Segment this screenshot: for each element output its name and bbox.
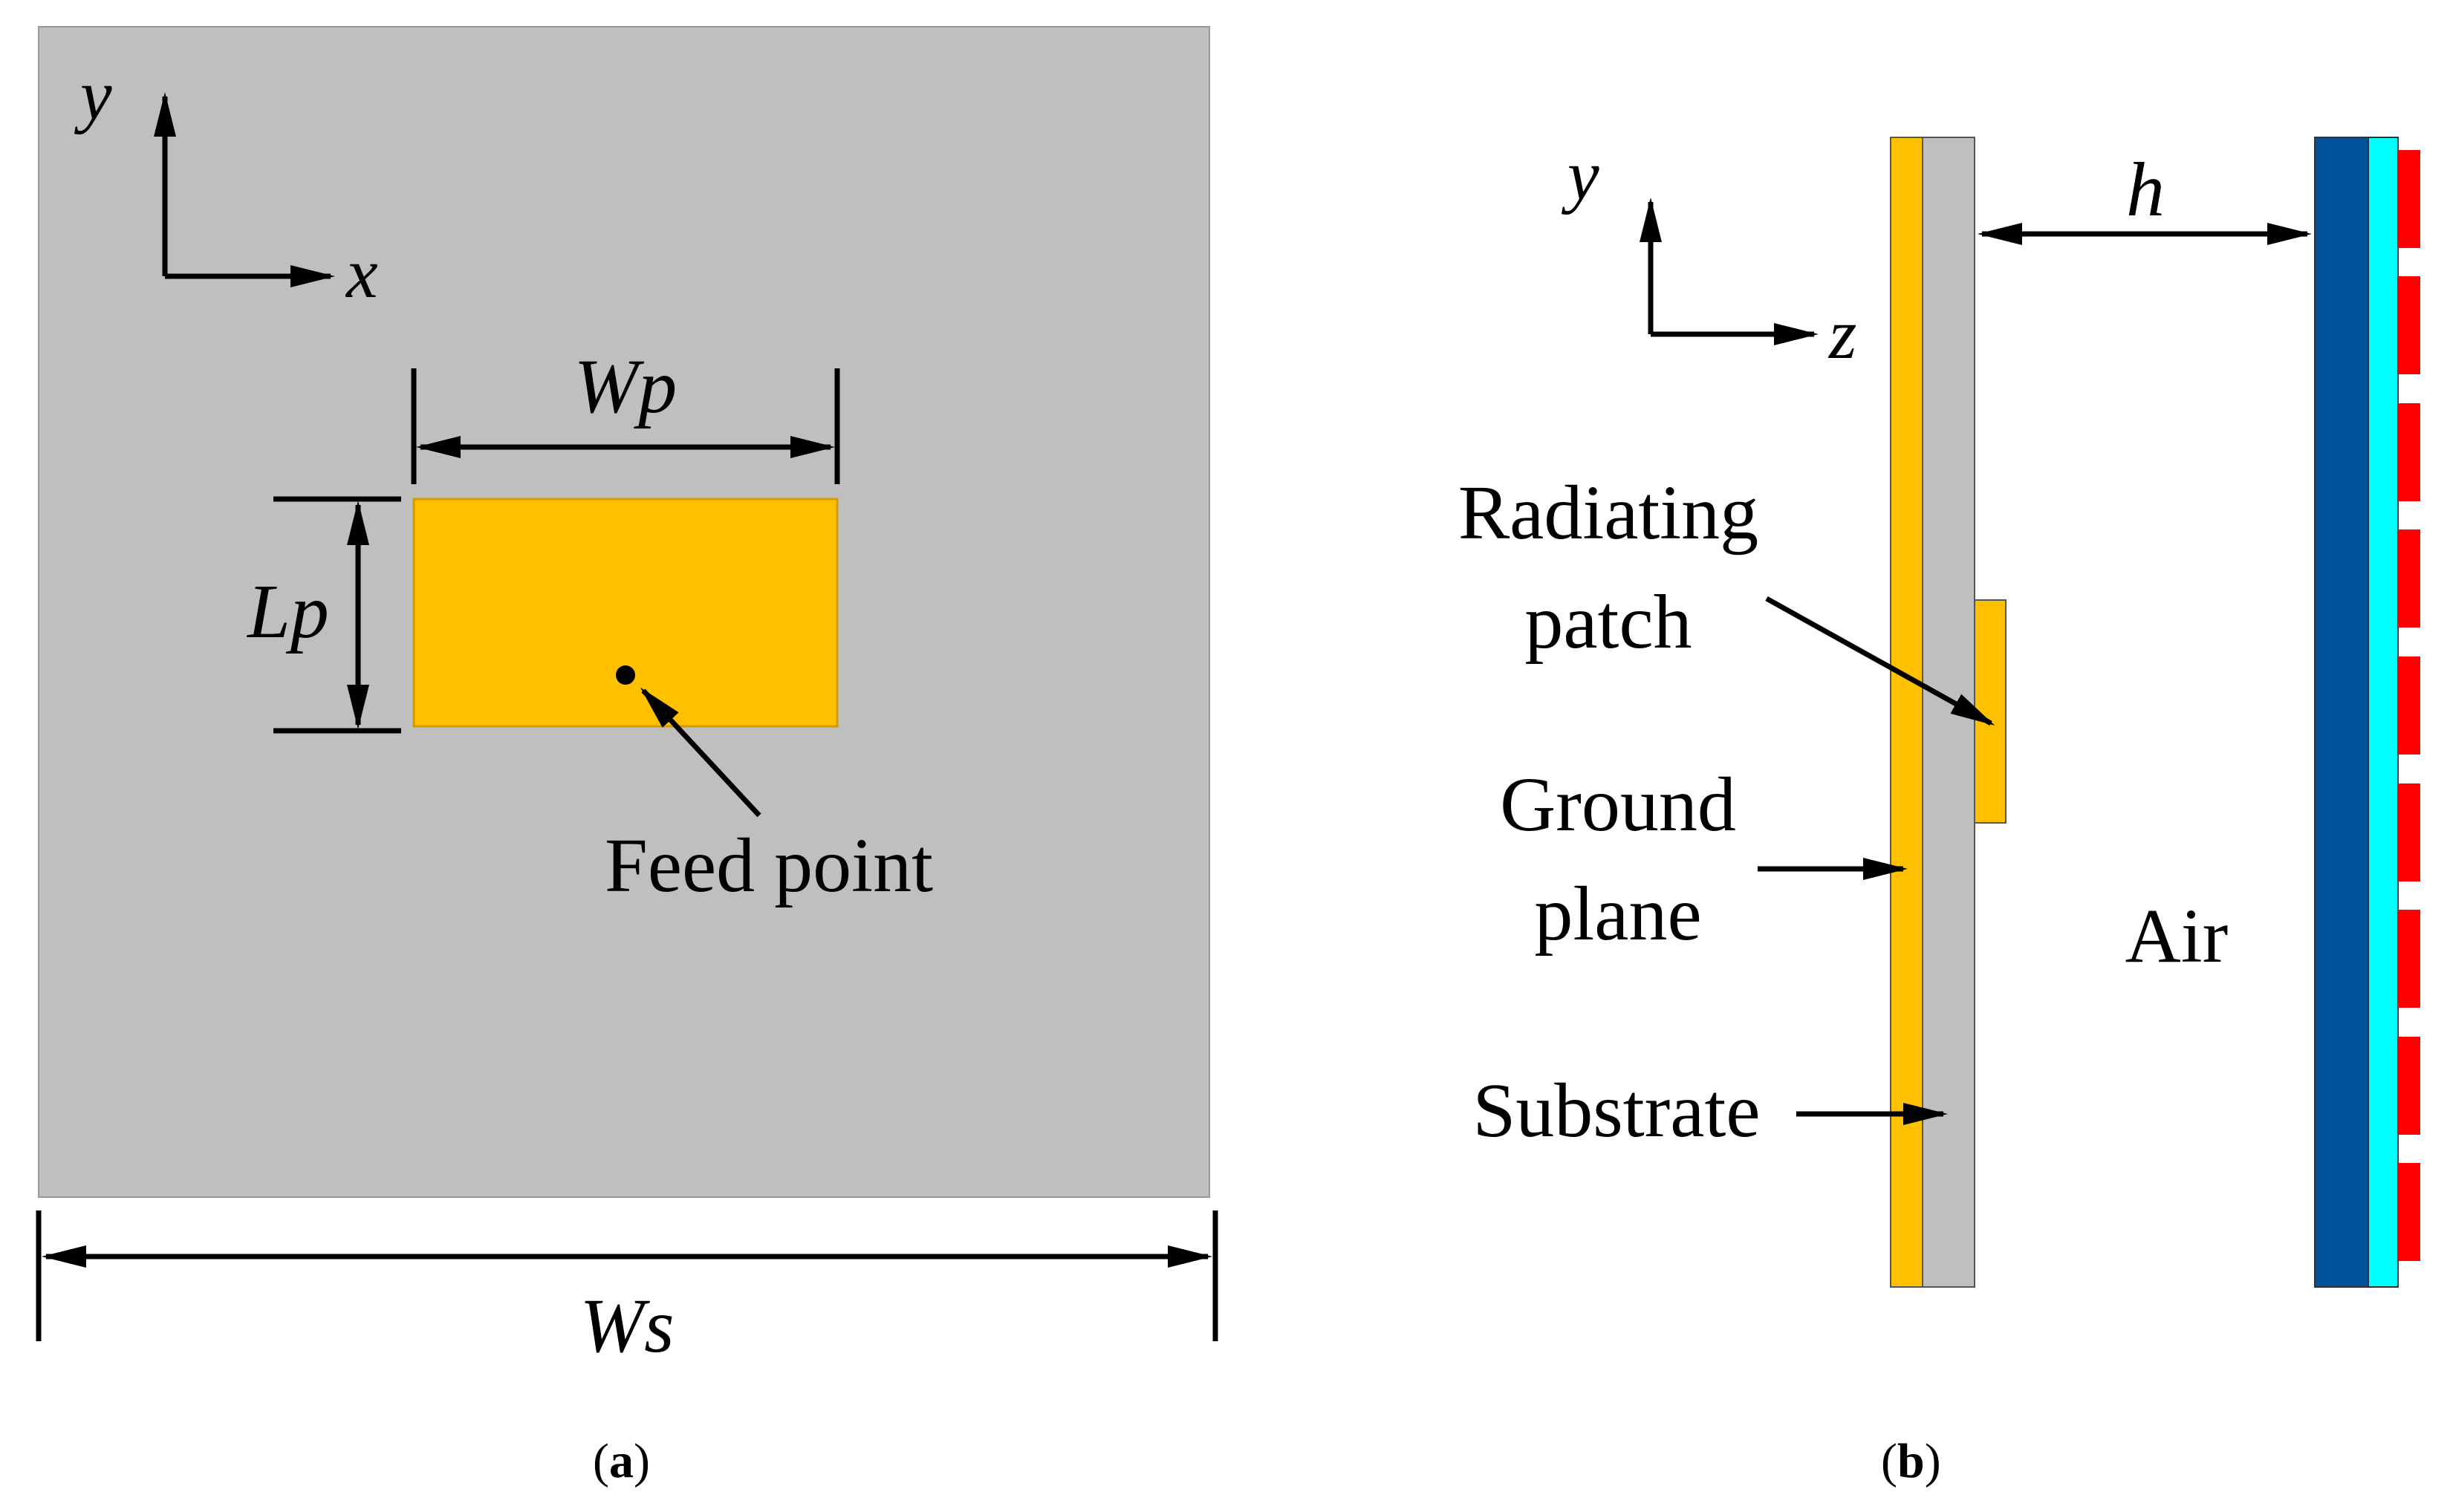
unit-cell — [2398, 1037, 2420, 1135]
feed-point-dot — [616, 665, 635, 685]
unit-cell — [2398, 1163, 2420, 1261]
h-dimension: h — [1978, 147, 2312, 245]
feed-point-label: Feed point — [605, 823, 933, 908]
lp-label: Lp — [246, 569, 329, 654]
wp-label: Wp — [574, 344, 678, 429]
caption-b: (b) — [1881, 1434, 1941, 1488]
unit-cell — [2398, 529, 2420, 628]
radiating-label-line1: Radiating — [1458, 470, 1758, 555]
ground-plane-layer — [1890, 137, 1923, 1288]
feed-point-arrow — [640, 687, 761, 818]
ground-label-line1: Ground — [1500, 762, 1736, 847]
radiating-label-line2: patch — [1524, 579, 1692, 665]
caption-b-letter: b — [1897, 1434, 1925, 1488]
unit-cell — [2398, 656, 2420, 755]
axes-xy: y x — [74, 55, 378, 313]
unit-cell — [2398, 276, 2420, 374]
axis-x-label: x — [345, 233, 378, 313]
unit-cell — [2398, 910, 2420, 1008]
radiating-patch — [412, 498, 839, 728]
superstrate-cyan-layer — [2368, 137, 2399, 1288]
caption-a: (a) — [593, 1434, 650, 1488]
air-label: Air — [2125, 893, 2229, 979]
axes-yz: y z — [1561, 135, 1856, 374]
radiating-patch-arrow — [1765, 596, 1995, 726]
superstrate-dark-layer — [2314, 137, 2369, 1288]
caption-a-letter: a — [608, 1434, 634, 1488]
ws-dimension: Ws — [36, 1210, 1218, 1369]
axis-y-label-b: y — [1561, 135, 1599, 215]
patch-side-view — [1974, 599, 2007, 824]
ws-label: Ws — [579, 1283, 674, 1369]
axis-y-label: y — [74, 55, 112, 134]
h-label: h — [2126, 147, 2165, 232]
substrate-label: Substrate — [1472, 1068, 1760, 1153]
axis-z-label: z — [1827, 294, 1856, 374]
wp-dimension: Wp — [411, 344, 840, 484]
unit-cell — [2398, 403, 2420, 501]
unit-cell-array — [2398, 150, 2420, 1261]
ground-label-line2: plane — [1534, 871, 1701, 957]
panel-b-side-view: y z h Radiating patch — [1458, 135, 2420, 1288]
lp-dimension: Lp — [246, 496, 401, 734]
unit-cell — [2398, 150, 2420, 248]
unit-cell — [2398, 783, 2420, 882]
panel-a-top-view: y x Wp Lp Feed point Ws — [36, 26, 1218, 1369]
